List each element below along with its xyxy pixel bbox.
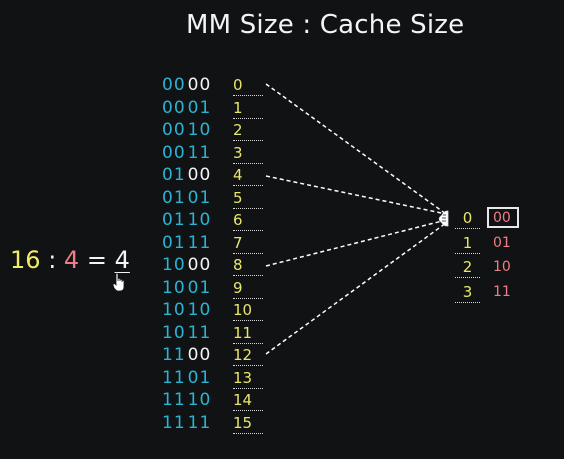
cache-line-index: 1 (455, 233, 480, 254)
cache-line-tag: 01 (493, 234, 511, 251)
block-binary-prefix: 10 (162, 300, 186, 320)
block-binary-address: 00 01 (162, 97, 211, 119)
block-binary-prefix: 01 (162, 165, 186, 185)
block-binary-suffix: 11 (187, 412, 212, 433)
ratio-middle-value: 4 (63, 246, 80, 274)
block-binary-prefix: 01 (162, 210, 186, 230)
block-index: 10 (233, 300, 263, 321)
block-binary-suffix: 11 (187, 142, 212, 163)
block-binary-suffix: 11 (187, 232, 212, 253)
ratio-colon: : (48, 246, 57, 274)
block-binary-address: 00 00 (162, 74, 211, 96)
block-binary-address: 01 10 (162, 209, 211, 231)
block-binary-address: 01 00 (162, 164, 211, 186)
block-binary-prefix: 00 (162, 142, 186, 163)
block-binary-address: 10 10 (162, 299, 211, 321)
cache-line-index: 0 (455, 208, 480, 229)
block-index: 15 (233, 413, 263, 434)
block-index: 7 (233, 233, 263, 254)
page-title: MM Size : Cache Size (186, 10, 465, 40)
block-index: 12 (233, 345, 263, 366)
block-index: 14 (233, 390, 263, 411)
block-binary-suffix: 00 (187, 165, 212, 185)
block-binary-prefix: 00 (162, 120, 186, 140)
block-binary-address: 11 00 (162, 344, 211, 366)
block-binary-prefix: 11 (162, 345, 186, 365)
block-index: 11 (233, 323, 263, 344)
block-binary-address: 01 11 (162, 232, 211, 254)
block-binary-suffix: 01 (187, 277, 212, 298)
block-index: 6 (233, 210, 263, 231)
size-ratio-expression: 16 : 4 = 4 (10, 245, 130, 275)
block-binary-prefix: 00 (162, 75, 186, 95)
block-binary-suffix: 01 (187, 97, 212, 118)
block-index: 3 (233, 143, 263, 164)
block-index: 2 (233, 120, 263, 141)
block-binary-address: 11 11 (162, 412, 211, 434)
block-index: 13 (233, 368, 263, 389)
block-binary-suffix: 00 (187, 75, 212, 95)
block-binary-suffix: 01 (187, 187, 212, 208)
hand-target-icon (438, 210, 449, 227)
block-binary-prefix: 10 (162, 255, 186, 275)
block-binary-suffix: 01 (187, 367, 212, 388)
block-index: 1 (233, 98, 263, 119)
block-index: 5 (233, 188, 263, 209)
mapping-line-block-12 (265, 222, 447, 355)
block-binary-prefix: 11 (162, 412, 186, 433)
tag-highlight-box (487, 207, 519, 228)
mapping-line-block-8 (265, 219, 447, 267)
block-binary-address: 01 01 (162, 187, 211, 209)
ratio-equals: = (86, 246, 107, 274)
block-binary-prefix: 11 (162, 367, 186, 388)
block-binary-address: 00 11 (162, 142, 211, 164)
cache-line-tag: 00 (493, 210, 511, 226)
block-binary-prefix: 01 (162, 187, 186, 208)
block-binary-address: 10 11 (162, 322, 211, 344)
block-binary-prefix: 11 (162, 390, 186, 410)
block-binary-prefix: 00 (162, 97, 186, 118)
block-binary-prefix: 10 (162, 322, 186, 343)
block-binary-address: 11 01 (162, 367, 211, 389)
ratio-answer-value: 4 (114, 246, 130, 274)
hand-pointer-icon (112, 272, 125, 292)
block-binary-suffix: 11 (187, 322, 212, 343)
cache-line-index: 2 (455, 257, 480, 278)
cache-line-tag: 10 (493, 259, 511, 275)
block-binary-suffix: 00 (187, 255, 212, 275)
mapping-line-block-0 (265, 83, 447, 215)
block-index: 0 (233, 75, 263, 96)
cache-line-index: 3 (455, 282, 480, 303)
ratio-left-value: 16 (10, 246, 41, 274)
block-index: 9 (233, 278, 263, 299)
mapping-line-block-4 (265, 175, 447, 215)
block-binary-address: 11 10 (162, 389, 211, 411)
cache-line-tag: 11 (493, 283, 511, 300)
block-binary-suffix: 00 (187, 345, 212, 365)
block-binary-suffix: 10 (187, 210, 212, 230)
block-binary-prefix: 01 (162, 232, 186, 253)
block-binary-suffix: 10 (187, 300, 212, 320)
block-binary-address: 10 00 (162, 254, 211, 276)
block-index: 4 (233, 165, 263, 186)
block-binary-suffix: 10 (187, 390, 212, 410)
block-index: 8 (233, 255, 263, 276)
block-binary-suffix: 10 (187, 120, 212, 140)
block-binary-prefix: 10 (162, 277, 186, 298)
block-binary-address: 00 10 (162, 119, 211, 141)
block-binary-address: 10 01 (162, 277, 211, 299)
